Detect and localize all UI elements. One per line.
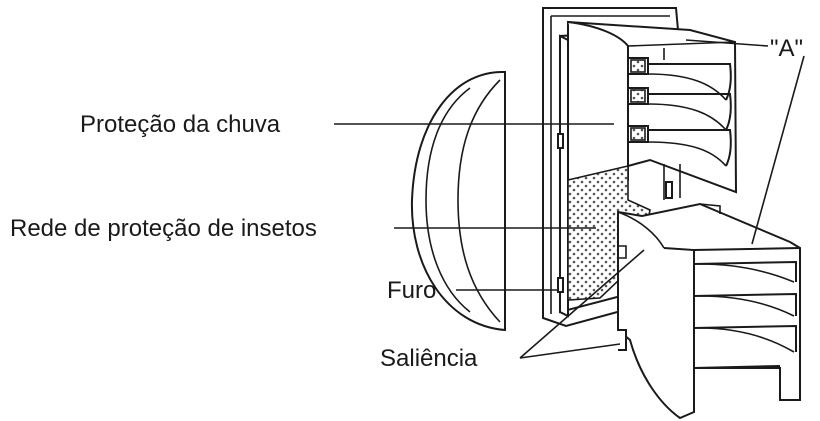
leader-protrusion-1 (519, 249, 645, 359)
leader-protrusion-2 (519, 343, 621, 359)
label-part-a: "A" (770, 35, 803, 62)
label-hole: Furo (387, 277, 436, 304)
leader-a-upper (685, 39, 769, 47)
label-protrusion: Saliência (380, 345, 478, 372)
hood-outer-shell (559, 34, 569, 318)
part-a (617, 202, 801, 420)
leader-lines (334, 39, 805, 359)
label-rain-guard: Proteção da chuva (80, 111, 281, 138)
upper-louvers (628, 48, 732, 200)
leader-a-lower (751, 55, 805, 245)
label-insect-net: Rede de proteção de insetos (10, 215, 317, 242)
rain-guard-body (567, 20, 738, 194)
hole-slots (557, 133, 673, 293)
